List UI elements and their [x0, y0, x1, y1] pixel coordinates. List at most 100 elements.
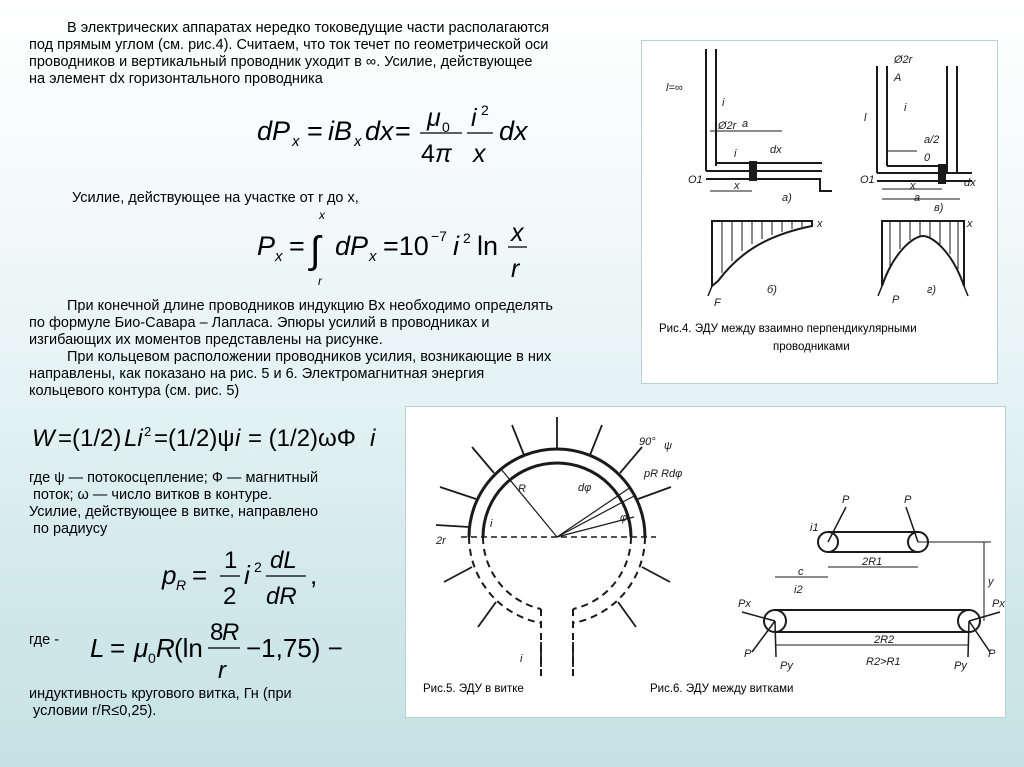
- svg-text:2: 2: [144, 424, 151, 439]
- svg-text:dx: dx: [365, 116, 395, 146]
- svg-text:,: ,: [310, 560, 317, 590]
- formula-L-svg: L = μ 0 R (ln 8 R r −1,75) −: [90, 619, 343, 684]
- fig6-label-R2-gt-R1: R2>R1: [866, 656, 901, 668]
- flux-line-1: где ψ — потокосцепление; Ф — магнитный: [29, 470, 319, 486]
- fig6-label-Py-1: Py: [780, 660, 794, 672]
- fig5-label-i-bottom: i: [520, 653, 523, 665]
- fig6-label-i2: i2: [794, 584, 803, 596]
- fig4-label-sub-b: б): [767, 284, 777, 296]
- inductance-paragraph: индуктивность кругового витка, Гн (при у…: [29, 686, 389, 720]
- formula-W: W =(1/2) Li 2 =(1/2)ψ i = (1/2)ωΦ i: [30, 418, 390, 465]
- svg-text:8: 8: [210, 619, 223, 646]
- fig4-label-dx-b: dx: [964, 177, 976, 189]
- fig5-label-2r: 2r: [435, 535, 447, 547]
- fig4-drawing: l=∞ Ø2r Ø2r A a a i i i dx dx x x x x O1…: [666, 49, 976, 309]
- fig4-caption-line-1: Рис.4. ЭДУ между взаимно перпендикулярны…: [659, 323, 917, 335]
- svg-text:dx: dx: [499, 116, 529, 146]
- svg-text:R: R: [156, 633, 175, 663]
- fig6-caption: Рис.6. ЭДУ между витками: [650, 683, 794, 695]
- svg-text:Li: Li: [124, 425, 143, 452]
- svg-text:2: 2: [254, 559, 262, 575]
- fig4-label-sub-g: г): [927, 284, 936, 296]
- fig4-label-diam-b: Ø2r: [893, 54, 914, 66]
- fig4-label-sub-v: в): [934, 202, 944, 214]
- svg-text:i: i: [370, 425, 376, 452]
- fig4-label-a-bottom: a: [914, 192, 920, 204]
- formula-Px-svg: P x = ∫ x r dP x =10 −7 i 2 ln x r: [257, 208, 527, 288]
- svg-text:∫: ∫: [308, 230, 323, 272]
- fig4-label-zero: 0: [924, 152, 931, 164]
- fig6-label-y: y: [987, 576, 995, 588]
- svg-text:=(1/2)ψ: =(1/2)ψ: [154, 425, 234, 452]
- svg-text:p: p: [161, 560, 176, 590]
- fig4-label-x-a: x: [733, 180, 740, 192]
- svg-text:r: r: [511, 255, 521, 283]
- fig4-label-O1-a: O1: [688, 174, 703, 186]
- svg-text:dL: dL: [270, 547, 297, 574]
- svg-text:(ln: (ln: [174, 633, 203, 663]
- svg-text:dP: dP: [257, 116, 290, 146]
- where-label: где -: [29, 632, 60, 648]
- fig4-label-dx-a: dx: [770, 144, 782, 156]
- ind-line-2: условии r/R≤0,25).: [33, 703, 157, 719]
- fig6-label-Px-1: Px: [738, 598, 751, 610]
- bs-line-4: При кольцевом расположении проводников у…: [67, 349, 552, 365]
- fig4-panel: l=∞ Ø2r Ø2r A a a i i i dx dx x x x x O1…: [641, 40, 998, 384]
- svg-text:W: W: [32, 425, 57, 452]
- fig4-label-diam-a: Ø2r: [717, 120, 738, 132]
- svg-text:2: 2: [463, 230, 471, 246]
- svg-text:i: i: [471, 104, 478, 132]
- bs-line-2: по формуле Био-Савара – Лапласа. Эпюры у…: [29, 315, 490, 331]
- formula-pR: p R = 1 2 i 2 dL dR ,: [160, 540, 360, 627]
- fig4-label-i-a: i: [722, 97, 725, 109]
- svg-text:x: x: [368, 248, 377, 265]
- fig6-label-Px-2: Px: [992, 598, 1005, 610]
- formula-W-svg: W =(1/2) Li 2 =(1/2)ψ i = (1/2)ωΦ i: [32, 424, 376, 452]
- bs-line-6: кольцевого контура (см. рис. 5): [29, 383, 240, 399]
- svg-text:r: r: [218, 657, 227, 684]
- svg-text:2: 2: [223, 583, 236, 610]
- svg-text:=(1/2): =(1/2): [58, 425, 121, 452]
- svg-text:iB: iB: [328, 116, 352, 146]
- formula-pR-svg: p R = 1 2 i 2 dL dR ,: [161, 547, 317, 610]
- flux-line-4: по радиусу: [33, 521, 108, 537]
- fig6-label-P-4: P: [988, 648, 996, 660]
- fig4-label-O1-b: O1: [860, 174, 875, 186]
- fig4-label-sub-a: а): [782, 192, 792, 204]
- intro-line-3: проводников и вертикальный проводник ухо…: [29, 54, 533, 70]
- fig4-label-a-half: a/2: [924, 134, 939, 146]
- fig5-label-90: 90°: [639, 436, 656, 448]
- svg-text:i: i: [453, 231, 460, 261]
- svg-text:dR: dR: [266, 583, 297, 610]
- formula-L: L = μ 0 R (ln 8 R r −1,75) −: [88, 612, 378, 699]
- svg-text:r: r: [318, 274, 323, 288]
- fig4-label-x-epure-a: x: [816, 218, 823, 230]
- svg-text:μ: μ: [133, 633, 148, 663]
- intro-line-1: В электрических аппаратах нередко токове…: [67, 20, 550, 36]
- fig5-label-pR: pR Rdφ: [643, 468, 682, 480]
- fig4-label-i-h: i: [734, 148, 737, 160]
- svg-text:i: i: [244, 560, 251, 590]
- svg-text:−7: −7: [431, 228, 447, 244]
- svg-text:1: 1: [224, 547, 237, 574]
- svg-text:4: 4: [421, 140, 435, 168]
- formula-dPx-svg: dP x = iB x dx = μ 0 4 π i 2 x dx: [257, 102, 529, 168]
- ind-line-1: индуктивность кругового витка, Гн (при: [29, 686, 292, 702]
- svg-text:x: x: [291, 133, 300, 150]
- svg-text:x: x: [274, 248, 283, 265]
- formula-dPx: dP x = iB x dx = μ 0 4 π i 2 x dx: [255, 95, 555, 182]
- intro-line-2: под прямым углом (см. рис.4). Считаем, ч…: [29, 37, 549, 53]
- fig4-label-x-b: x: [909, 180, 916, 192]
- svg-text:=10: =10: [383, 231, 429, 261]
- fig6-label-c: c: [798, 566, 804, 578]
- fig6-label-P-1: P: [842, 494, 850, 506]
- fig4-label-i-b: i: [904, 102, 907, 114]
- fig5-label-R: R: [518, 483, 526, 495]
- svg-text:= (1/2)ωΦ: = (1/2)ωΦ: [248, 425, 356, 452]
- bs-line-1: При конечной длине проводников индукцию …: [67, 298, 553, 314]
- fig4-caption-line-2: проводниками: [773, 341, 850, 353]
- svg-text:x: x: [510, 219, 525, 247]
- svg-text:i: i: [235, 425, 241, 452]
- force-on-segment-text: Усилие, действующее на участке от r до x…: [72, 190, 359, 206]
- fig4-label-x-epure-b: x: [966, 218, 973, 230]
